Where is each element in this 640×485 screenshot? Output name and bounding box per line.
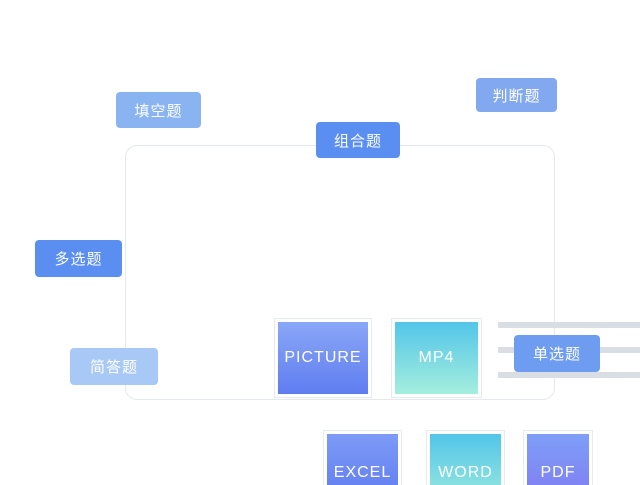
picture-file-label: PICTURE [278,322,368,394]
composite-question-badge: 组合题 [316,122,400,158]
placeholder-text-line [498,322,640,328]
multiple-choice-badge: 多选题 [35,240,122,277]
word-file-label: WORD [430,434,501,485]
excel-file-label: EXCEL [327,434,398,485]
placeholder-text-line [498,372,640,378]
fill-in-the-blank-badge: 填空题 [116,92,201,128]
excel-file-tile: EXCEL [323,430,402,485]
word-file-tile: WORD [426,430,505,485]
mp4-file-label: MP4 [395,322,478,394]
pdf-file-tile: PDF [523,430,593,485]
short-answer-badge: 简答题 [70,348,158,385]
pdf-file-label: PDF [527,434,589,485]
single-choice-badge: 单选题 [514,335,600,372]
content-card: PICTURE MP4 EXCEL WORD PDF [125,145,640,485]
picture-file-tile: PICTURE [274,318,372,398]
mp4-file-tile: MP4 [391,318,482,398]
true-false-badge: 判断题 [476,78,557,112]
